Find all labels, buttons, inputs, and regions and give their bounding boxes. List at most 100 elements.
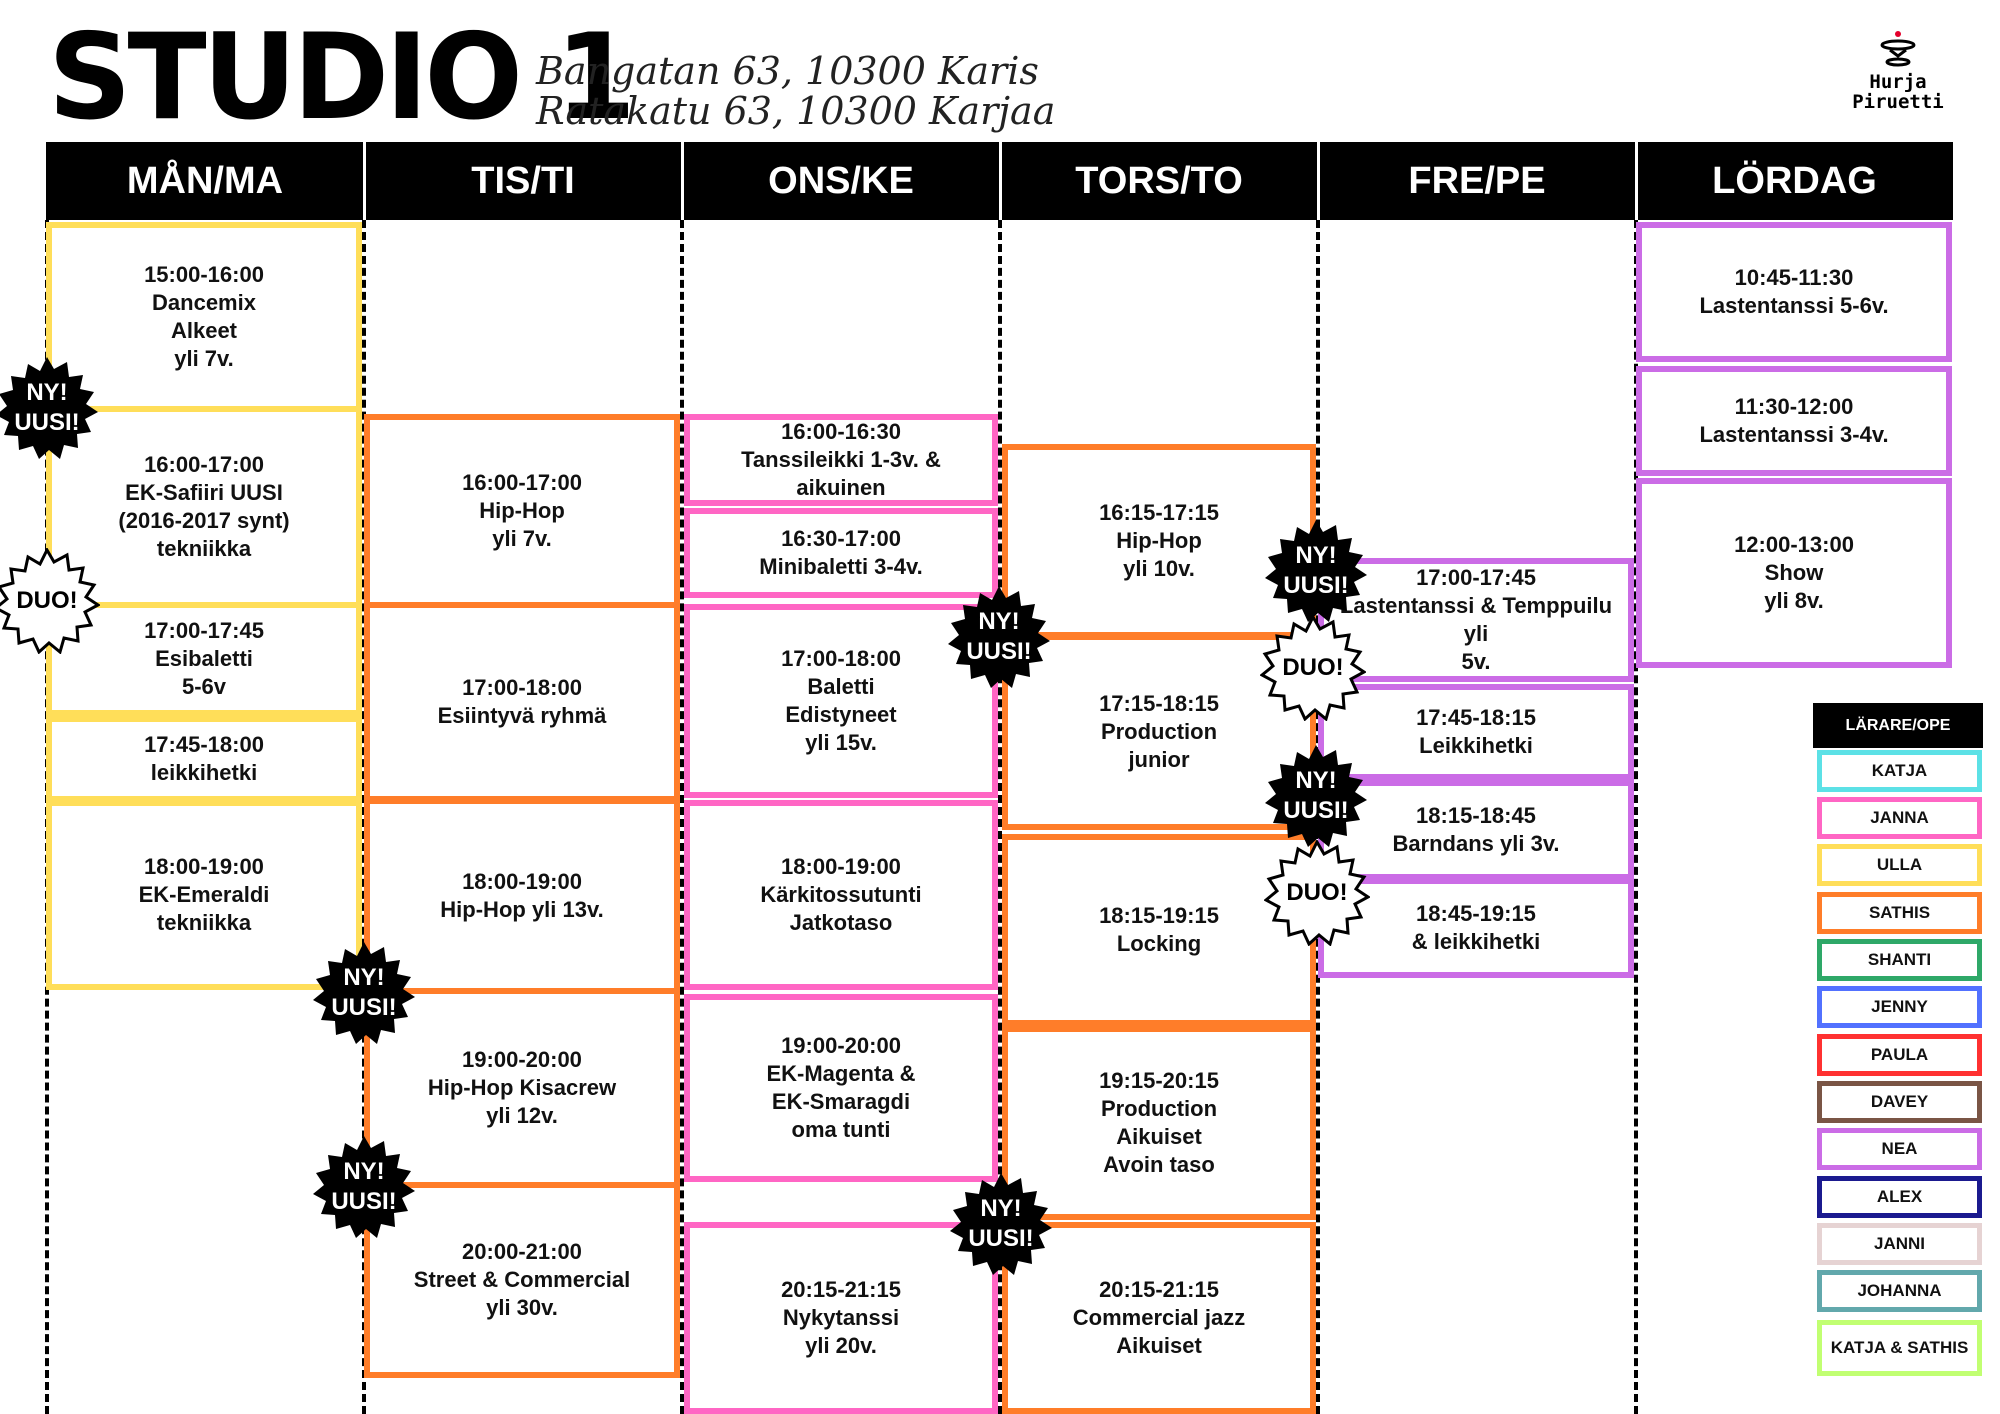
legend-teacher: ULLA (1817, 844, 1982, 886)
class-card[interactable]: 11:30-12:00 Lastentanssi 3-4v. (1636, 366, 1952, 476)
class-text: 18:45-19:15 & leikkihetki (1411, 901, 1541, 954)
day-header-thu: TORS/TO (1075, 160, 1243, 202)
class-card[interactable]: 18:00-19:00 Hip-Hop yli 13v. (364, 798, 680, 994)
class-card[interactable]: 17:00-17:45 Lastentanssi & Temppuilu yli… (1318, 558, 1634, 682)
class-text: 17:00-17:45 Lastentanssi & Temppuilu yli… (1339, 565, 1613, 674)
badge-text: NY! UUSI! (1283, 542, 1349, 599)
class-text: 11:30-12:00 Lastentanssi 3-4v. (1699, 394, 1889, 447)
starburst-icon (1265, 745, 1367, 847)
class-text: 18:00-19:00 Kärkitossutunti Jatkotaso (760, 854, 922, 935)
class-text: 17:00-18:00 Esiintyvä ryhmä (437, 675, 607, 728)
class-text: 10:45-11:30 Lastentanssi 5-6v. (1699, 265, 1889, 318)
starburst-icon (1264, 840, 1370, 946)
badge-text: NY! UUSI! (331, 1158, 397, 1215)
class-card[interactable]: 15:00-16:00 Dancemix Alkeet yli 7v. (46, 222, 362, 412)
duo-badge: DUO! (0, 548, 100, 654)
class-card[interactable]: 18:15-19:15 Locking (1002, 834, 1316, 1026)
starburst-icon (313, 1136, 415, 1238)
class-card[interactable]: 19:15-20:15 Production Aikuiset Avoin ta… (1002, 1026, 1316, 1220)
class-text: 18:00-19:00 EK-Emeraldi tekniikka (138, 854, 270, 935)
column-divider (998, 220, 1002, 1414)
badge-text: NY! UUSI! (968, 1195, 1034, 1252)
starburst-icon (950, 1173, 1052, 1275)
class-card[interactable]: 16:00-17:00 Hip-Hop yli 7v. (364, 414, 680, 608)
class-card[interactable]: 19:00-20:00 EK-Magenta & EK-Smaragdi oma… (684, 994, 998, 1182)
class-card[interactable]: 17:00-18:00 Baletti Edistyneet yli 15v. (684, 604, 998, 798)
logo-text-line1: Hurja (1869, 71, 1927, 93)
legend-teacher: DAVEY (1817, 1081, 1982, 1123)
class-text: 17:45-18:15 Leikkihetki (1416, 705, 1536, 758)
class-text: 17:15-18:15 Production junior (1099, 691, 1219, 772)
day-header-divider (1317, 142, 1320, 220)
class-card[interactable]: 17:15-18:15 Production junior (1002, 634, 1316, 830)
logo-text-line2: Piruetti (1852, 90, 1944, 113)
class-text: 19:00-20:00 Hip-Hop Kisacrew yli 12v. (427, 1047, 617, 1128)
class-card[interactable]: 18:00-19:00 EK-Emeraldi tekniikka (46, 800, 362, 990)
class-text: 19:00-20:00 EK-Magenta & EK-Smaragdi oma… (766, 1033, 916, 1142)
address-finnish: Ratakatu 63, 10300 Karjaa (536, 89, 1056, 133)
badge-text: DUO! (16, 587, 78, 614)
class-text: 17:00-18:00 Baletti Edistyneet yli 15v. (781, 646, 901, 755)
class-card[interactable]: 16:00-17:00 EK-Safiiri UUSI (2016-2017 s… (46, 406, 362, 608)
class-text: 18:15-18:45 Barndans yli 3v. (1392, 803, 1560, 856)
badge-text: DUO! (1286, 879, 1348, 906)
class-card[interactable]: 10:45-11:30 Lastentanssi 5-6v. (1636, 222, 1952, 362)
starburst-icon (313, 942, 415, 1044)
class-card[interactable]: 17:45-18:15 Leikkihetki (1318, 684, 1634, 780)
class-text: 16:00-17:00 Hip-Hop yli 7v. (462, 470, 582, 551)
class-card[interactable]: 16:00-16:30 Tanssileikki 1-3v. & aikuine… (684, 414, 998, 506)
legend-teacher: JANNI (1817, 1223, 1982, 1265)
class-text: 17:00-17:45 Esibaletti 5-6v (144, 618, 264, 699)
starburst-icon (948, 586, 1050, 688)
legend-teacher: NEA (1817, 1128, 1982, 1170)
class-text: 16:30-17:00 Minibaletti 3-4v. (759, 526, 923, 579)
legend-teacher: JANNA (1817, 797, 1982, 839)
column-divider (1634, 220, 1638, 1414)
legend-teacher: ALEX (1817, 1176, 1982, 1218)
day-header-divider (363, 142, 366, 220)
class-text: 12:00-13:00 Show yli 8v. (1734, 532, 1854, 613)
badge-text: DUO! (1282, 654, 1344, 681)
starburst-icon (1260, 615, 1366, 721)
day-header-mon: MÅN/MA (126, 160, 284, 202)
class-card[interactable]: 18:15-18:45 Barndans yli 3v. (1318, 780, 1634, 880)
class-text: 16:15-17:15 Hip-Hop yli 10v. (1099, 500, 1219, 581)
badge-text: NY! UUSI! (14, 379, 80, 436)
new-class-badge: NY! UUSI! (1263, 518, 1369, 624)
class-text: 20:15-21:15 Nykytanssi yli 20v. (781, 1277, 901, 1358)
class-card[interactable]: 17:00-18:00 Esiintyvä ryhmä (364, 602, 680, 802)
new-class-badge: NY! UUSI! (311, 940, 417, 1046)
starburst-icon (1265, 520, 1367, 622)
class-card[interactable]: 20:00-21:00 Street & Commercial yli 30v. (364, 1182, 680, 1378)
class-text: 19:15-20:15 Production Aikuiset Avoin ta… (1099, 1068, 1219, 1177)
class-card[interactable]: 16:30-17:00 Minibaletti 3-4v. (684, 508, 998, 598)
dancer-logo-icon (1880, 31, 1916, 67)
day-header-divider (1635, 142, 1638, 220)
legend-teacher: KATJA & SATHIS (1817, 1320, 1982, 1376)
new-class-badge: NY! UUSI! (311, 1134, 417, 1240)
new-class-badge: NY! UUSI! (0, 355, 100, 461)
class-text: 18:15-19:15 Locking (1099, 903, 1219, 956)
class-card[interactable]: 18:45-19:15 & leikkihetki (1318, 878, 1634, 978)
day-header-divider (999, 142, 1002, 220)
day-header-fri: FRE/PE (1408, 160, 1546, 202)
new-class-badge: NY! UUSI! (948, 1171, 1054, 1277)
duo-badge: DUO! (1264, 840, 1370, 946)
badge-text: NY! UUSI! (331, 964, 397, 1021)
class-card[interactable]: 20:15-21:15 Commercial jazz Aikuiset (1002, 1222, 1316, 1414)
class-text: 17:45-18:00 leikkihetki (144, 732, 264, 785)
class-card[interactable]: 17:45-18:00 leikkihetki (46, 716, 362, 802)
class-card[interactable]: 20:15-21:15 Nykytanssi yli 20v. (684, 1222, 998, 1414)
starburst-icon (0, 357, 98, 459)
class-text: 20:15-21:15 Commercial jazz Aikuiset (1072, 1277, 1246, 1358)
class-card[interactable]: 18:00-19:00 Kärkitossutunti Jatkotaso (684, 800, 998, 990)
legend-teacher: PAULA (1817, 1034, 1982, 1076)
class-card[interactable]: 12:00-13:00 Show yli 8v. (1636, 478, 1952, 668)
class-text: 20:00-21:00 Street & Commercial yli 30v. (413, 1239, 631, 1320)
new-class-badge: NY! UUSI! (946, 584, 1052, 690)
day-header-divider (681, 142, 684, 220)
class-card[interactable]: 17:00-17:45 Esibaletti 5-6v (46, 602, 362, 716)
legend-teacher: SHANTI (1817, 939, 1982, 981)
day-header-sat: LÖRDAG (1712, 160, 1877, 202)
class-card[interactable]: 19:00-20:00 Hip-Hop Kisacrew yli 12v. (364, 988, 680, 1188)
